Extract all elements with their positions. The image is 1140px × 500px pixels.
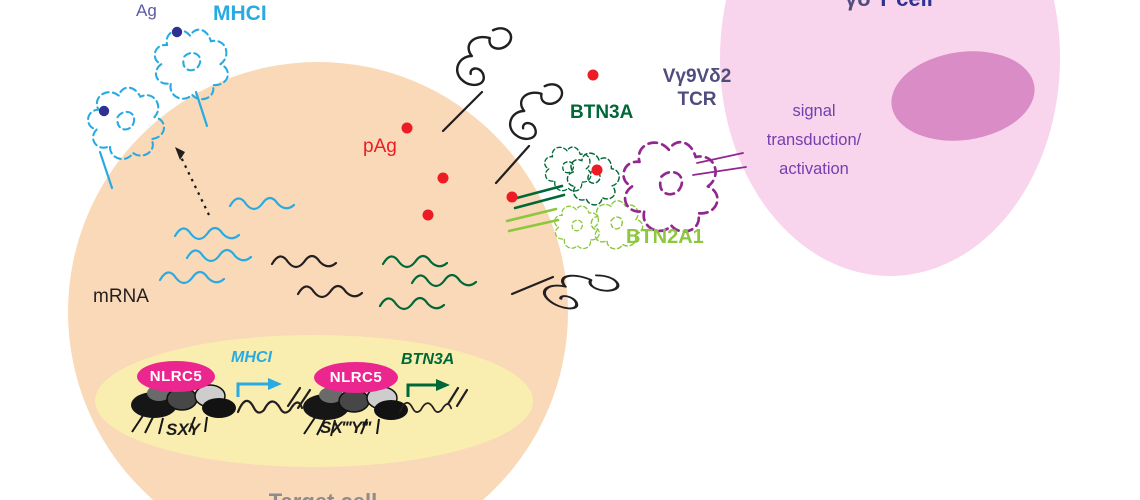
mhci-gene-label: MHCI bbox=[231, 349, 272, 366]
mhci-surface-label: MHCI bbox=[213, 2, 267, 25]
sxy2-promoter-label: SX‴Y‴ bbox=[320, 418, 371, 437]
btn2a1-label: BTN2A1 bbox=[626, 226, 704, 248]
nlrc5-badge-b: NLRC5 bbox=[314, 362, 398, 393]
tcr-label: Vγ9Vδ2 TCR bbox=[645, 66, 749, 112]
tcr-label-line2: TCR bbox=[677, 88, 717, 110]
tcr-label-line1: Vγ9Vδ2 bbox=[662, 66, 732, 87]
t-cell-text: T cell bbox=[877, 0, 933, 11]
tcr-protein-icon bbox=[622, 140, 747, 233]
mhci-molecule-icon bbox=[81, 28, 229, 190]
gamma-delta-prefix: γδ bbox=[845, 0, 871, 11]
btn3a-transcription-arrow-icon bbox=[406, 383, 438, 397]
antigen-dot-icon bbox=[98, 105, 110, 117]
pag-label: pAg bbox=[363, 136, 397, 157]
btn3a-surface-label: BTN3A bbox=[570, 102, 634, 123]
btn3a-gene-label: BTN3A bbox=[401, 351, 455, 368]
enhanceosome-b-icon bbox=[302, 379, 469, 437]
pag-dot-icon bbox=[401, 69, 603, 221]
target-cell-label: Target cell bbox=[228, 489, 418, 500]
secreted-protein-icon bbox=[441, 27, 621, 321]
t-cell-nucleus bbox=[891, 51, 1035, 141]
signal-transduction-label: signal transduction/ activation bbox=[766, 102, 862, 178]
mhci-transcription-arrow-icon bbox=[236, 382, 270, 397]
enhanceosome-a-icon bbox=[130, 378, 312, 435]
sxy-promoter-label: SXY bbox=[166, 420, 201, 439]
btn2a1-protein-icon bbox=[505, 195, 648, 255]
trafficking-arrow-icon bbox=[175, 147, 210, 216]
gamma-delta-t-cell-label: γδ T cell bbox=[845, 0, 933, 11]
btn3a-protein-icon bbox=[511, 146, 626, 212]
antigen-dot-icon bbox=[171, 26, 183, 38]
nlrc5-badge-a: NLRC5 bbox=[137, 361, 215, 392]
ag-label: Ag bbox=[136, 1, 157, 20]
mrna-label: mRNA bbox=[93, 286, 149, 307]
